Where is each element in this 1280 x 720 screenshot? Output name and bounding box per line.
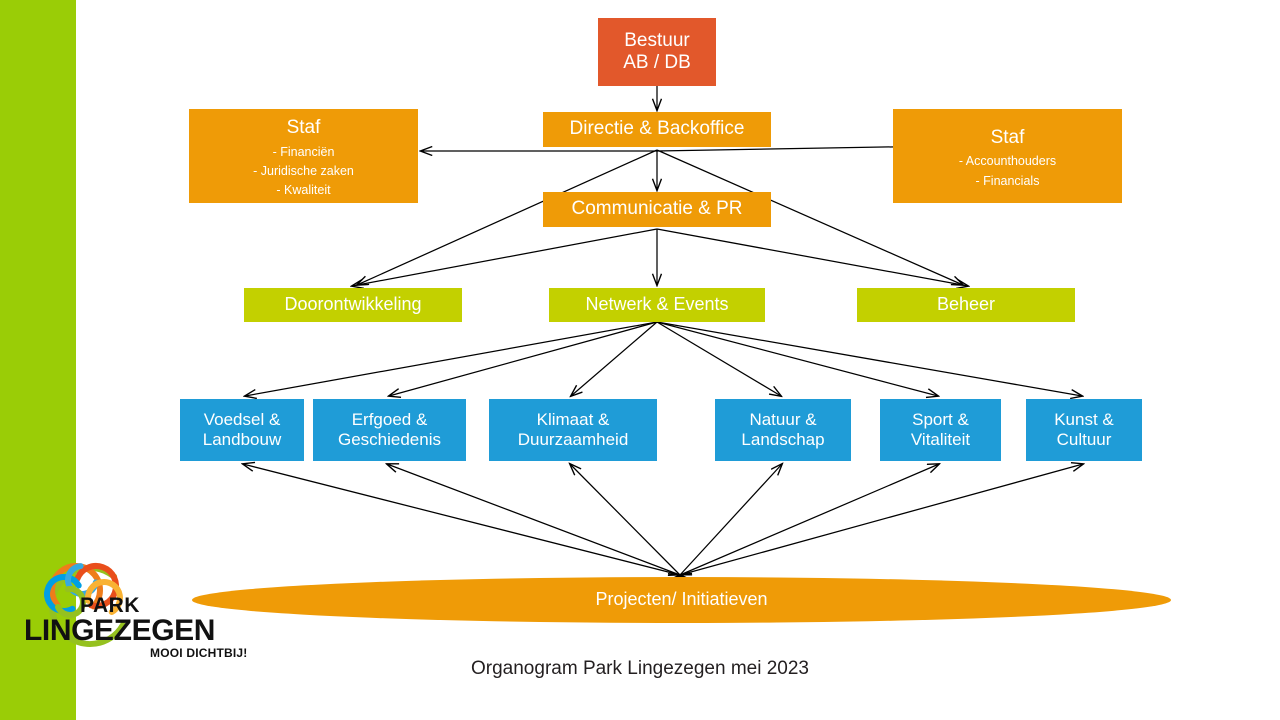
node-sport-vitaliteit-line2: Vitaliteit (910, 430, 971, 449)
node-doorontwikkeling-label: Doorontwikkeling (284, 294, 422, 315)
logo-tagline: MOOI DICHTBIJ! (150, 646, 247, 660)
node-beheer-label: Beheer (936, 294, 996, 315)
park-lingezegen-logo: PARK LINGEZEGEN MOOI DICHTBIJ! (24, 563, 247, 660)
node-kunst-cultuur[interactable]: Kunst & Cultuur (1026, 399, 1142, 461)
node-staf-right[interactable]: Staf - Accounthouders - Financials (893, 109, 1122, 203)
node-directie-backoffice[interactable]: Directie & Backoffice (543, 112, 771, 147)
node-directie-label: Directie & Backoffice (569, 118, 745, 140)
node-voedsel-landbouw-line2: Landbouw (202, 430, 282, 449)
node-natuur-landschap[interactable]: Natuur & Landschap (715, 399, 851, 461)
node-erfgoed-geschiedenis-line1: Erfgoed & (351, 409, 428, 429)
slide-caption: Organogram Park Lingezegen mei 2023 (471, 658, 809, 679)
node-netwerk-events-label: Netwerk & Events (585, 294, 729, 315)
node-voedsel-landbouw-line1: Voedsel & (203, 409, 281, 429)
node-natuur-landschap-line2: Landschap (741, 430, 825, 449)
node-communicatie-pr[interactable]: Communicatie & PR (543, 192, 771, 227)
node-kunst-cultuur-line1: Kunst & (1054, 409, 1114, 429)
staf-left-item-1: - Juridische zaken (253, 164, 354, 179)
staf-right-item-1: - Financials (975, 173, 1040, 188)
node-klimaat-duurzaamheid-line2: Duurzaamheid (517, 430, 629, 449)
node-erfgoed-geschiedenis-line2: Geschiedenis (337, 430, 441, 449)
node-kunst-cultuur-line2: Cultuur (1056, 430, 1112, 449)
staf-left-item-2: - Kwaliteit (276, 183, 331, 198)
staf-left-title: Staf (286, 117, 321, 139)
left-green-sidebar (0, 0, 76, 720)
node-beheer[interactable]: Beheer (857, 288, 1075, 322)
node-klimaat-duurzaamheid[interactable]: Klimaat & Duurzaamheid (489, 399, 657, 461)
node-bestuur[interactable]: Bestuur AB / DB (598, 18, 716, 86)
node-bestuur-line1: Bestuur (624, 29, 690, 51)
logo-word-lingezegen: LINGEZEGEN (24, 614, 215, 647)
staf-right-item-0: - Accounthouders (958, 154, 1057, 169)
node-bestuur-line2: AB / DB (623, 52, 691, 73)
node-projecten-label: Projecten/ Initiatieven (595, 589, 768, 610)
node-doorontwikkeling[interactable]: Doorontwikkeling (244, 288, 462, 322)
node-communicatie-label: Communicatie & PR (571, 198, 743, 220)
staf-left-item-0: - Financiën (272, 144, 335, 159)
node-staf-left[interactable]: Staf - Financiën - Juridische zaken - Kw… (189, 109, 418, 203)
node-klimaat-duurzaamheid-line1: Klimaat & (536, 409, 610, 429)
staf-right-title: Staf (990, 126, 1025, 148)
node-projecten-initiatieven[interactable]: Projecten/ Initiatieven (192, 577, 1171, 623)
node-natuur-landschap-line1: Natuur & (749, 409, 817, 429)
node-sport-vitaliteit-line1: Sport & (912, 409, 969, 429)
node-netwerk-events[interactable]: Netwerk & Events (549, 288, 765, 322)
logo-word-park: PARK (80, 594, 140, 617)
logo-arcs (44, 563, 131, 647)
node-sport-vitaliteit[interactable]: Sport & Vitaliteit (880, 399, 1001, 461)
node-erfgoed-geschiedenis[interactable]: Erfgoed & Geschiedenis (313, 399, 466, 461)
node-voedsel-landbouw[interactable]: Voedsel & Landbouw (180, 399, 304, 461)
